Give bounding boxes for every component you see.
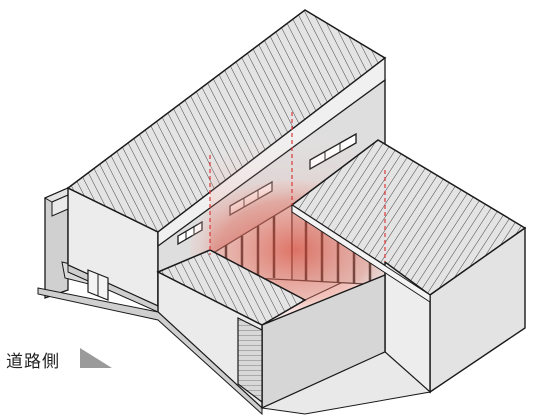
- triangle-arrow-icon: [80, 348, 112, 368]
- ground-floor-window: [87, 269, 109, 301]
- wood-siding-panel: [237, 317, 263, 404]
- road-side-label: 道路側: [6, 352, 60, 372]
- front-volume: [37, 249, 432, 416]
- light-guide-lines: [209, 112, 386, 262]
